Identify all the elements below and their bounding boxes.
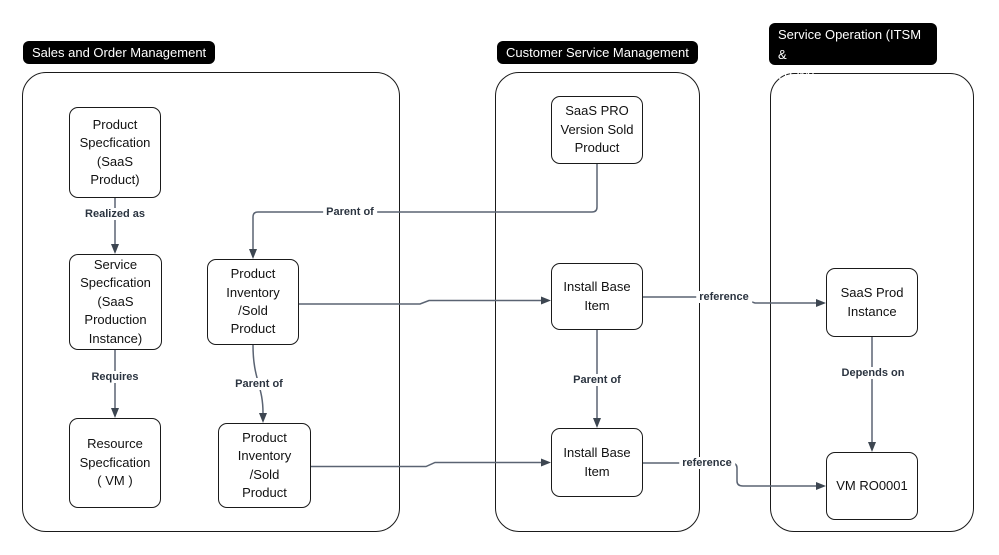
node-resource-specification[interactable]: Resource Specfication ( VM ) bbox=[69, 418, 161, 508]
node-label: Product Inventory /Sold Product bbox=[226, 266, 280, 337]
node-label: Product Inventory /Sold Product bbox=[237, 429, 292, 500]
edge-label-depends-on: Depends on bbox=[838, 367, 908, 379]
node-label: Service Specfication (SaaS Production In… bbox=[80, 256, 151, 346]
edge-label-reference-top: reference bbox=[696, 291, 752, 303]
node-label: Install Base Item bbox=[563, 445, 631, 479]
edge-label-parent-of-left: Parent of bbox=[232, 378, 286, 390]
node-label: SaaS Prod Instance bbox=[840, 285, 904, 319]
node-saas-prod-instance[interactable]: SaaS Prod Instance bbox=[826, 268, 918, 337]
node-label: Resource Specfication ( VM ) bbox=[79, 436, 151, 489]
node-label: VM RO0001 bbox=[836, 477, 908, 493]
node-label: SaaS PRO Version Sold Product bbox=[560, 103, 634, 156]
node-label: Install Base Item bbox=[563, 279, 631, 313]
lane-label-sales-order-management[interactable]: Sales and Order Management bbox=[23, 41, 216, 64]
node-saas-pro-sold-product[interactable]: SaaS PRO Version Sold Product bbox=[551, 96, 643, 164]
node-product-specification[interactable]: Product Specfication (SaaS Product) bbox=[69, 107, 161, 198]
node-install-base-item-top[interactable]: Install Base Item bbox=[551, 263, 643, 330]
node-install-base-item-bottom[interactable]: Install Base Item bbox=[551, 428, 643, 497]
edge-label-parent-of-top: Parent of bbox=[323, 206, 377, 218]
node-product-inventory-top[interactable]: Product Inventory /Sold Product bbox=[207, 259, 299, 345]
edge-label-requires: Requires bbox=[88, 371, 142, 383]
node-vm-instance[interactable]: VM RO0001 bbox=[826, 452, 918, 520]
edge-label-realized-as: Realized as bbox=[82, 208, 148, 220]
edge-label-reference-bottom: reference bbox=[679, 457, 735, 469]
node-service-specification[interactable]: Service Specfication (SaaS Production In… bbox=[69, 254, 162, 350]
node-product-inventory-bottom[interactable]: Product Inventory /Sold Product bbox=[218, 423, 311, 508]
edge-label-parent-of-mid: Parent of bbox=[570, 374, 624, 386]
node-label: Product Specfication (SaaS Product) bbox=[79, 116, 151, 187]
lane-label-service-operation[interactable]: Service Operation (ITSM & ITOM) bbox=[769, 23, 937, 82]
lane-label-customer-service-management[interactable]: Customer Service Management bbox=[497, 41, 698, 64]
